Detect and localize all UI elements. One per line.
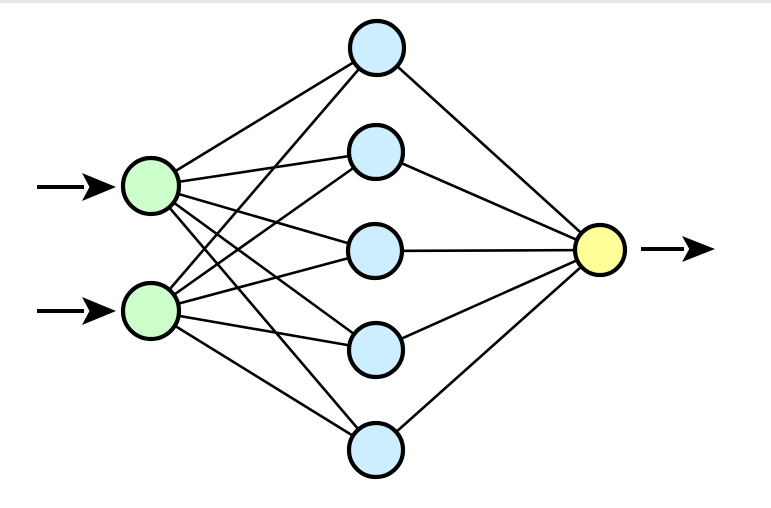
output-node-1[interactable]: [572, 222, 628, 278]
edge-i2-h4: [150, 309, 377, 352]
edges-group: [150, 46, 601, 452]
edge-i1-h4: [150, 184, 377, 352]
edge-h1-o1: [376, 47, 601, 251]
edge-i2-h2: [150, 150, 377, 313]
nodes-group: [120, 18, 628, 480]
input-arrow-1-head: [82, 173, 116, 201]
output-arrow-1-head: [682, 236, 715, 262]
hidden-node-2[interactable]: [346, 122, 406, 182]
hidden-node-5[interactable]: [346, 420, 406, 480]
edge-h4-o1: [375, 248, 601, 352]
input-arrow-1: [37, 173, 116, 201]
input-arrow-2: [37, 297, 116, 325]
edge-i1-h5: [150, 185, 377, 451]
edge-i2-h1: [150, 47, 378, 312]
edge-i1-h1: [150, 46, 378, 188]
edge-h5-o1: [375, 249, 601, 451]
hidden-node-4[interactable]: [346, 320, 406, 380]
input-arrow-2-head: [82, 297, 116, 325]
input-node-2[interactable]: [120, 280, 182, 342]
edge-h3-o1: [374, 248, 601, 253]
hidden-node-1[interactable]: [347, 18, 407, 78]
edge-h2-o1: [375, 150, 601, 252]
output-arrow-1: [641, 236, 715, 262]
edge-i1-h3: [150, 184, 376, 253]
edge-i1-h2: [150, 150, 377, 188]
input-node-1[interactable]: [120, 155, 182, 217]
edge-i2-h5: [150, 309, 377, 452]
arrows-group: [37, 173, 715, 325]
edge-i2-h3: [150, 249, 376, 313]
hidden-node-3[interactable]: [345, 221, 405, 281]
